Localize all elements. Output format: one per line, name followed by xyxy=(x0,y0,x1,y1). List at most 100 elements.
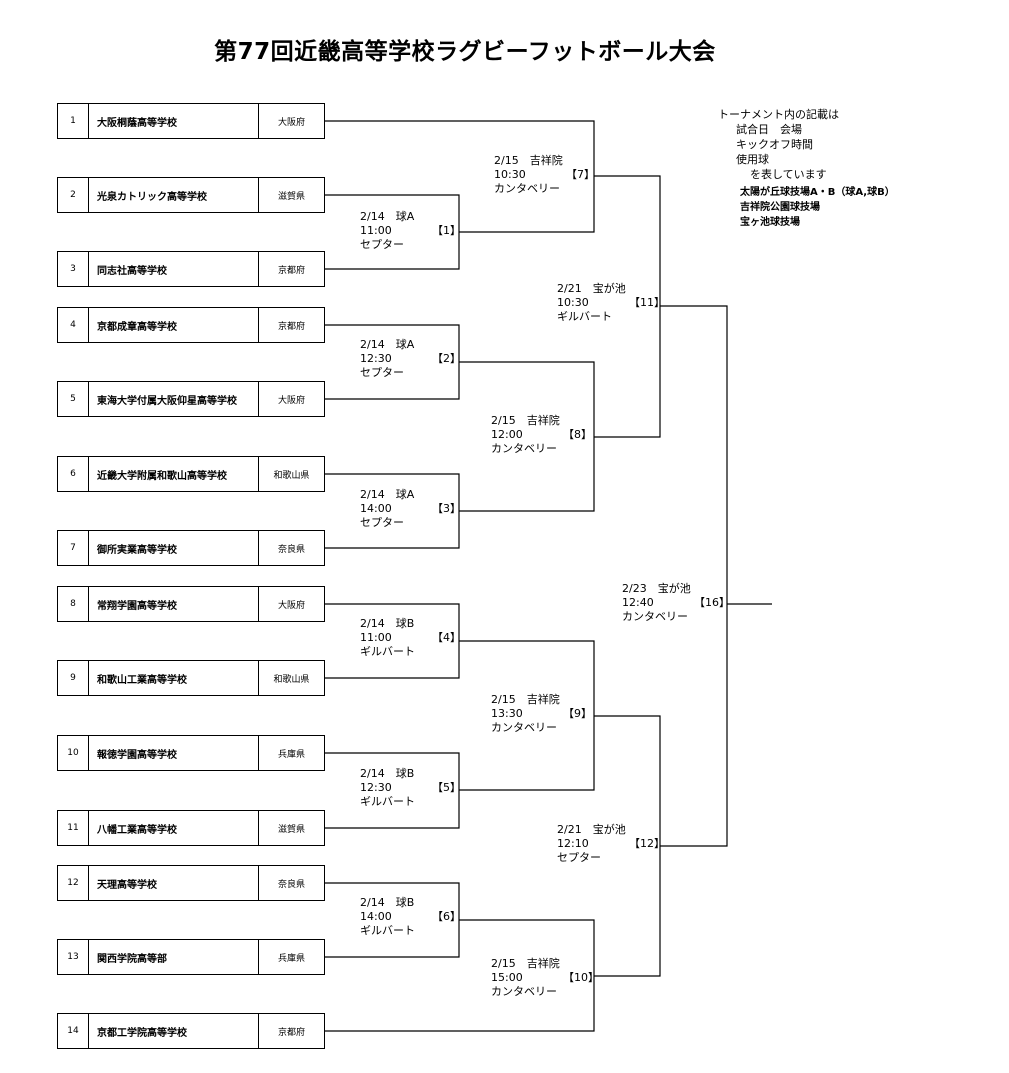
match-number: 【11】 xyxy=(629,296,665,309)
team-name: 同志社高等学校 xyxy=(89,252,259,286)
match-number: 【4】 xyxy=(432,631,461,644)
team-row: 8 常翔学園高等学校 大阪府 xyxy=(57,586,325,622)
match-date-venue: 2/21 宝が池 xyxy=(557,823,626,836)
team-prefecture: 滋賀県 xyxy=(277,191,305,202)
match-1: 2/14 球A 11:00 セプター 【1】 xyxy=(360,210,461,252)
team-prefecture: 兵庫県 xyxy=(277,749,305,760)
team-seed: 9 xyxy=(58,661,89,695)
match-number: 【12】 xyxy=(629,837,665,850)
match-number: 【8】 xyxy=(563,428,592,441)
match-16-final: 2/23 宝が池 12:40 カンタベリー 【16】 xyxy=(622,582,730,624)
match-kickoff: 14:00 xyxy=(360,502,392,515)
team-row: 4 京都成章高等学校 京都府 xyxy=(57,307,325,343)
match-number: 【10】 xyxy=(563,971,599,984)
team-prefecture: 大阪府 xyxy=(277,117,305,128)
team-name: 報徳学園高等学校 xyxy=(89,736,259,770)
match-number: 【9】 xyxy=(563,707,592,720)
team-name: 和歌山工業高等学校 xyxy=(89,661,259,695)
team-row: 3 同志社高等学校 京都府 xyxy=(57,251,325,287)
match-5: 2/14 球B 12:30 ギルバート 【5】 xyxy=(360,767,461,809)
match-date-venue: 2/15 吉祥院 xyxy=(491,957,560,970)
team-seed: 10 xyxy=(58,736,89,770)
match-3: 2/14 球A 14:00 セプター 【3】 xyxy=(360,488,461,530)
legend-venue: 吉祥院公園球技場 xyxy=(740,202,820,213)
team-prefecture: 奈良県 xyxy=(277,879,305,890)
match-ball: カンタベリー xyxy=(491,721,557,734)
team-row: 11 八幡工業高等学校 滋賀県 xyxy=(57,810,325,846)
match-kickoff: 12:10 xyxy=(557,837,589,850)
team-seed: 6 xyxy=(58,457,89,491)
match-2: 2/14 球A 12:30 セプター 【2】 xyxy=(360,338,461,380)
match-date-venue: 2/14 球B xyxy=(360,617,415,630)
match-kickoff: 14:00 xyxy=(360,910,392,923)
team-seed: 2 xyxy=(58,178,89,212)
match-date-venue: 2/14 球B xyxy=(360,767,415,780)
match-ball: カンタベリー xyxy=(622,610,688,623)
team-row: 10 報徳学園高等学校 兵庫県 xyxy=(57,735,325,771)
match-ball: ギルバート xyxy=(360,645,415,658)
team-prefecture: 和歌山県 xyxy=(273,470,310,481)
team-name: 御所実業高等学校 xyxy=(89,531,259,565)
match-kickoff: 12:00 xyxy=(491,428,523,441)
match-date-venue: 2/15 吉祥院 xyxy=(491,414,560,427)
match-12: 2/21 宝が池 12:10 セプター 【12】 xyxy=(557,823,665,865)
match-ball: セプター xyxy=(360,366,404,379)
legend-line: 使用球 xyxy=(736,153,769,166)
match-date-venue: 2/23 宝が池 xyxy=(622,582,691,595)
match-kickoff: 12:30 xyxy=(360,352,392,365)
team-seed: 12 xyxy=(58,866,89,900)
match-number: 【1】 xyxy=(432,224,461,237)
match-date-venue: 2/14 球B xyxy=(360,896,415,909)
match-kickoff: 10:30 xyxy=(494,168,526,181)
match-9: 2/15 吉祥院 13:30 カンタベリー 【9】 xyxy=(491,693,592,735)
match-ball: ギルバート xyxy=(360,924,415,937)
match-kickoff: 12:40 xyxy=(622,596,654,609)
match-date-venue: 2/14 球A xyxy=(360,488,415,501)
team-row: 6 近畿大学附属和歌山高等学校 和歌山県 xyxy=(57,456,325,492)
match-ball: カンタベリー xyxy=(491,985,557,998)
match-ball: ギルバート xyxy=(360,795,415,808)
legend: トーナメント内の記載は 試合日 会場 キックオフ時間 使用球 を表しています 太… xyxy=(718,107,895,230)
match-kickoff: 10:30 xyxy=(557,296,589,309)
match-number: 【6】 xyxy=(432,910,461,923)
team-row: 12 天理高等学校 奈良県 xyxy=(57,865,325,901)
match-date-venue: 2/15 吉祥院 xyxy=(494,154,563,167)
match-date-venue: 2/15 吉祥院 xyxy=(491,693,560,706)
team-name: 近畿大学附属和歌山高等学校 xyxy=(89,457,259,491)
team-prefecture: 京都府 xyxy=(277,321,305,332)
match-date-venue: 2/14 球A xyxy=(360,338,415,351)
team-row: 5 東海大学付属大阪仰星高等学校 大阪府 xyxy=(57,381,325,417)
team-seed: 14 xyxy=(58,1014,89,1048)
match-4: 2/14 球B 11:00 ギルバート 【4】 xyxy=(360,617,461,659)
team-name: 八幡工業高等学校 xyxy=(89,811,259,845)
team-seed: 1 xyxy=(58,104,89,138)
match-kickoff: 12:30 xyxy=(360,781,392,794)
match-11: 2/21 宝が池 10:30 ギルバート 【11】 xyxy=(557,282,665,324)
match-kickoff: 11:00 xyxy=(360,224,392,237)
team-prefecture: 大阪府 xyxy=(277,395,305,406)
team-row: 9 和歌山工業高等学校 和歌山県 xyxy=(57,660,325,696)
team-seed: 8 xyxy=(58,587,89,621)
team-name: 大阪桐蔭高等学校 xyxy=(89,104,259,138)
team-prefecture: 奈良県 xyxy=(277,544,305,555)
team-row: 1 大阪桐蔭高等学校 大阪府 xyxy=(57,103,325,139)
match-number: 【7】 xyxy=(566,168,595,181)
team-seed: 7 xyxy=(58,531,89,565)
team-seed: 4 xyxy=(58,308,89,342)
team-name: 天理高等学校 xyxy=(89,866,259,900)
team-row: 13 関西学院高等部 兵庫県 xyxy=(57,939,325,975)
team-prefecture: 京都府 xyxy=(277,265,305,276)
team-seed: 13 xyxy=(58,940,89,974)
match-6: 2/14 球B 14:00 ギルバート 【6】 xyxy=(360,896,461,938)
legend-line: トーナメント内の記載は xyxy=(718,108,839,121)
match-number: 【3】 xyxy=(432,502,461,515)
team-row: 7 御所実業高等学校 奈良県 xyxy=(57,530,325,566)
team-seed: 5 xyxy=(58,382,89,416)
team-name: 光泉カトリック高等学校 xyxy=(89,178,259,212)
team-name: 関西学院高等部 xyxy=(89,940,259,974)
legend-venue: 宝ヶ池球技場 xyxy=(740,217,800,228)
match-kickoff: 11:00 xyxy=(360,631,392,644)
team-seed: 11 xyxy=(58,811,89,845)
team-prefecture: 兵庫県 xyxy=(277,953,305,964)
